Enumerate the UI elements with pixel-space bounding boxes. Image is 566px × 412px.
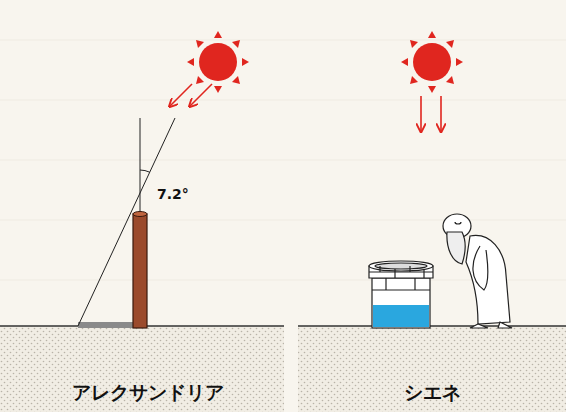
sun-rays-arrows bbox=[421, 96, 441, 131]
shadow bbox=[78, 322, 136, 328]
place-name: シエネ bbox=[404, 380, 461, 406]
pole bbox=[133, 212, 147, 329]
ground bbox=[0, 326, 566, 412]
place-name: アレクサンドリア bbox=[72, 380, 224, 406]
well bbox=[369, 261, 433, 328]
sun-rays-arrows bbox=[170, 84, 212, 106]
sun bbox=[401, 31, 463, 93]
vertical-line bbox=[140, 118, 141, 215]
old-man bbox=[443, 214, 512, 328]
angle-arc bbox=[140, 170, 150, 172]
sun bbox=[187, 31, 249, 93]
angle-label: 7.2° bbox=[157, 186, 189, 202]
sun-ray-line bbox=[78, 118, 175, 326]
